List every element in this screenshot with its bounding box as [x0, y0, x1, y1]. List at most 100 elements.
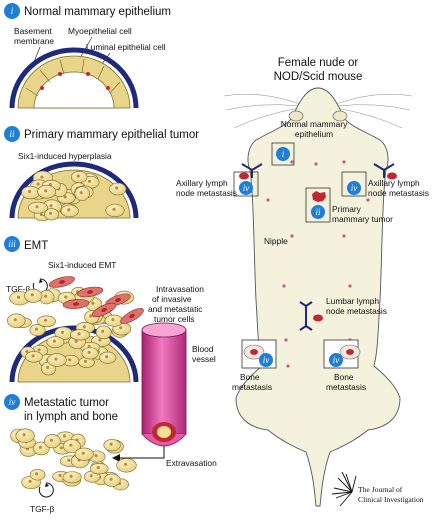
cell-nucleus: [31, 354, 35, 358]
cell-nucleus: [77, 332, 81, 336]
badge-iii: iii: [4, 236, 20, 252]
cell-nucleus: [82, 325, 86, 329]
intravasation-label-4: tumor cells: [154, 314, 195, 324]
nipples: [266, 160, 370, 368]
basement-membrane: [9, 47, 139, 109]
extravasation-label: Extravasation: [166, 458, 217, 468]
cell-nucleus: [40, 175, 44, 179]
cell-nucleus: [101, 329, 105, 333]
cell-nucleus: [109, 442, 113, 446]
cell-nucleus: [54, 357, 58, 361]
panel-metastatic-tumor: iv Metastatic tumor in lymph and bone TG…: [4, 394, 137, 514]
svg-text:iv: iv: [333, 355, 340, 365]
svg-text:i: i: [11, 6, 14, 16]
panel-primary-tumor: ii Primary mammary epithelial tumor Six1…: [4, 126, 199, 222]
cell-nucleus: [52, 339, 57, 343]
bone-left-label-1: Bone: [240, 372, 260, 382]
axillary-left: iv: [233, 163, 263, 197]
cell-nucleus: [119, 326, 123, 330]
mouse-badge-normal: i: [276, 147, 290, 161]
panel-title-normal: Normal mammary epithelium: [24, 6, 171, 18]
cell-nucleus: [87, 350, 91, 354]
cell-nucleus: [79, 191, 83, 195]
mouse-normal-label-2: epithelium: [295, 129, 333, 139]
badge-i: i: [4, 3, 20, 19]
badge-iv: iv: [4, 394, 20, 410]
lumbar-label-2: node metastasis: [326, 306, 387, 316]
svg-text:iv: iv: [263, 355, 270, 365]
cell-nucleus: [36, 182, 40, 186]
panel-emt: iii EMT Six1-induced EMT TGF-β Intravasa…: [4, 236, 217, 468]
cell-nucleus: [49, 438, 54, 442]
cell-nucleus: [76, 174, 80, 178]
axillary-left-label-1: Axillary lymph: [176, 178, 228, 188]
blood-label-1: Blood: [192, 344, 214, 354]
mesenchymal-nucleus: [73, 302, 79, 306]
cell-nucleus: [111, 318, 115, 322]
cell-nucleus: [74, 339, 78, 343]
intravasation-label-3: and metastatic: [148, 304, 202, 314]
cell-nucleus: [105, 355, 109, 359]
whiskers: [223, 93, 413, 129]
mouse-normal-label-1: Normal mammary: [281, 119, 348, 129]
logo-starburst-icon: [331, 471, 357, 507]
cell-nucleus: [94, 454, 98, 458]
lumbar-lymph: [299, 301, 323, 331]
panel-title-metastatic-1: Metastatic tumor: [24, 397, 109, 409]
basement-label-2: membrane: [14, 36, 54, 46]
svg-text:iv: iv: [9, 397, 16, 407]
bone-right: iv: [323, 339, 361, 369]
cell-nucleus: [44, 294, 48, 298]
cell-nucleus: [67, 208, 71, 212]
cell-nucleus: [30, 293, 34, 297]
cell-nucleus: [38, 445, 42, 449]
cell-nucleus: [68, 358, 72, 362]
panel-title-metastatic-2: in lymph and bone: [24, 411, 118, 423]
cell-nucleus: [58, 473, 62, 478]
cell-nucleus: [13, 318, 17, 322]
cell-nucleus: [44, 189, 48, 193]
mesenchymal-nucleus: [129, 313, 135, 319]
logo-line-2: Clinical Investigation: [358, 495, 424, 504]
cell-nucleus: [59, 446, 63, 450]
tgf-beta-bottom: TGF-β: [30, 504, 55, 514]
mouse-title-1: Female nude or: [278, 57, 359, 69]
cell-nucleus: [115, 186, 119, 190]
nipple-label: Nipple: [264, 236, 288, 246]
hyperplasia-label: Six1-induced hyperplasia: [18, 151, 112, 161]
primary-tumor-box: ii: [305, 187, 331, 223]
bone-right-label-2: metastasis: [326, 382, 366, 392]
cell-nucleus: [91, 301, 95, 305]
bone-left-label-2: metastasis: [232, 382, 272, 392]
blood-vessel: Blood vessel: [141, 322, 216, 447]
myoepithelial-label: Myoepithelial cell: [68, 26, 132, 36]
cell-nucleus: [69, 443, 73, 447]
cell-nucleus: [62, 434, 67, 438]
svg-text:i: i: [282, 149, 285, 159]
cell-nucleus: [109, 477, 113, 481]
hyperplasia-cells: [21, 170, 127, 222]
svg-text:iv: iv: [351, 183, 358, 193]
intravasation-label-1: Intravasation: [156, 284, 204, 294]
primary-label-2: mammary tumor: [332, 214, 393, 224]
mesenchymal-nucleus: [101, 307, 107, 313]
six1-emt-label: Six1-induced EMT: [48, 260, 116, 270]
axillary-right-label-1: Axillary lymph: [368, 178, 420, 188]
svg-text:ii: ii: [9, 129, 15, 139]
mouse-title-2: NOD/Scid mouse: [274, 71, 363, 83]
cell-nucleus: [22, 433, 26, 437]
cell-nucleus: [43, 318, 48, 322]
mesenchymal-nucleus: [115, 298, 121, 302]
cell-nucleus: [25, 349, 29, 353]
bone-right-label-1: Bone: [334, 372, 354, 382]
cell-nucleus: [35, 205, 39, 209]
cell-nucleus: [37, 348, 41, 352]
svg-text:iii: iii: [8, 239, 16, 249]
cell-nucleus: [60, 330, 65, 334]
axillary-right-label-2: node metastasis: [368, 188, 429, 198]
panel-title-primary: Primary mammary epithelial tumor: [24, 129, 199, 141]
cell-nucleus: [89, 474, 93, 478]
cell-nucleus: [98, 338, 102, 342]
svg-text:ii: ii: [315, 207, 321, 217]
